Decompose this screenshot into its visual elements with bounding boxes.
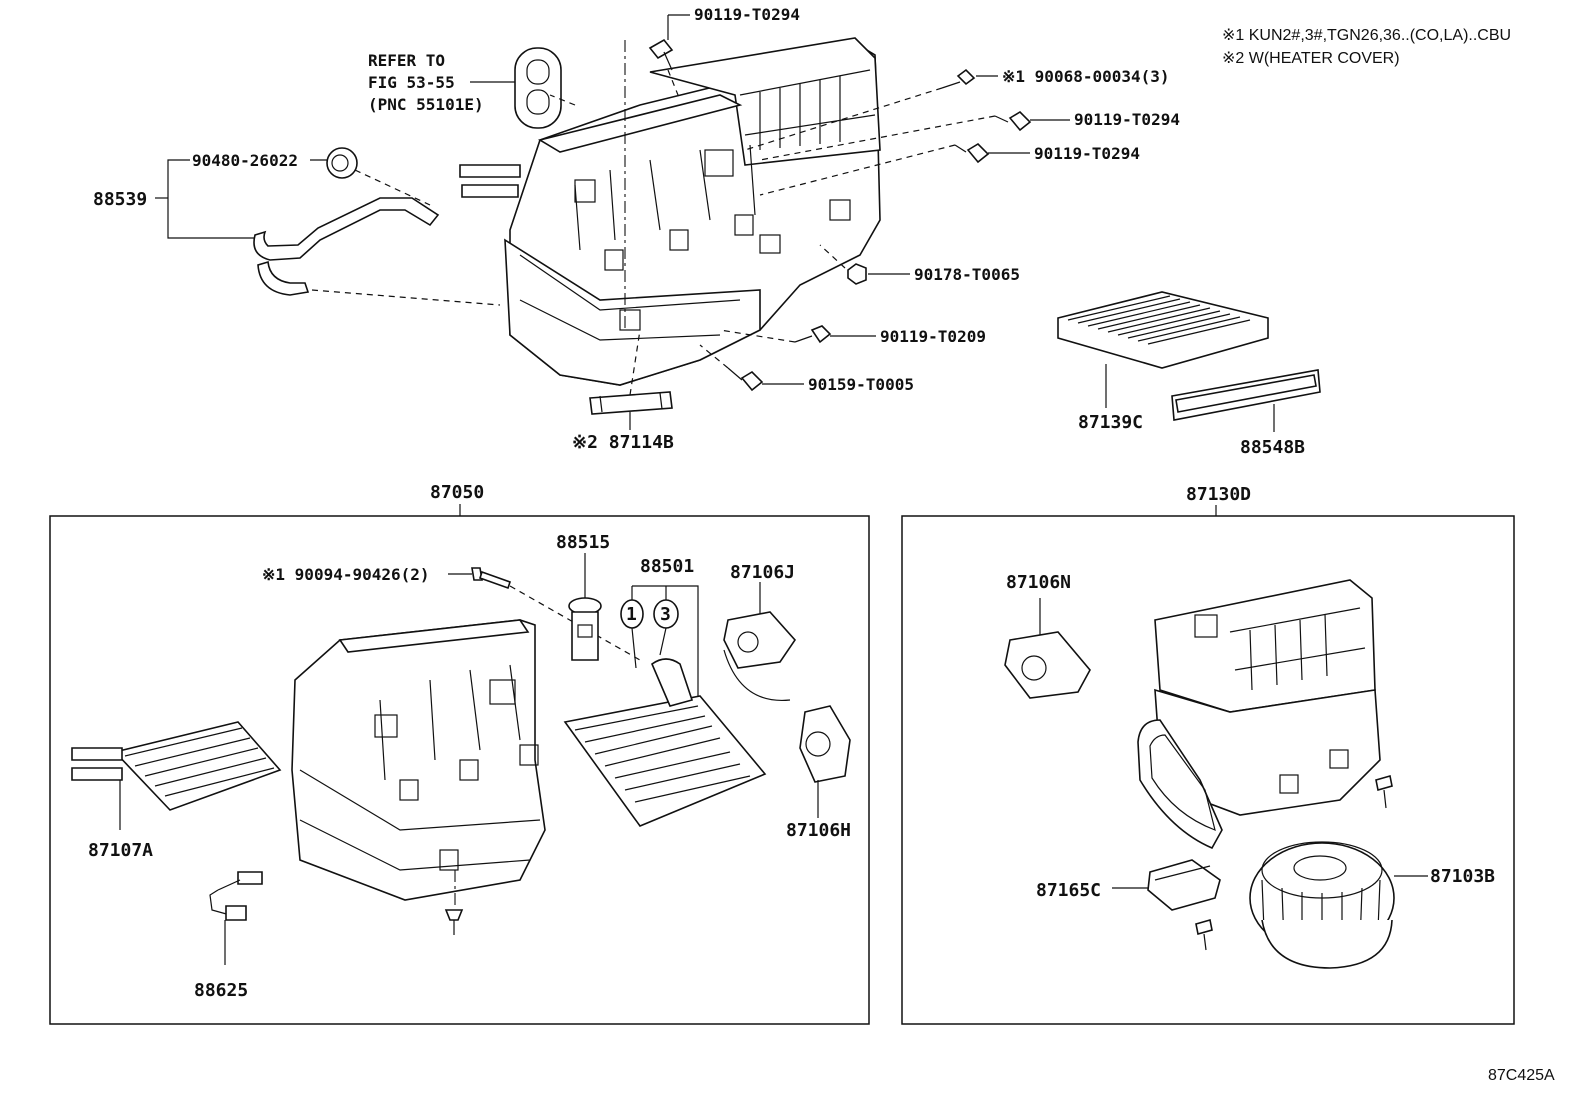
screw-case-left: [444, 909, 464, 935]
label-90119-d: 90119-T0209: [880, 327, 986, 346]
bolt-90119-top: [648, 14, 690, 101]
label-90119-b: 90119-T0294: [1074, 110, 1180, 129]
dash-refer: [549, 94, 576, 106]
label-87107a: 87107A: [88, 840, 153, 861]
bolt-90119-c: [759, 142, 1030, 196]
blower-unit: [1137, 579, 1381, 850]
note-1: ※1 KUN2#,3#,TGN26,36..(CO,LA)..CBU: [1222, 27, 1511, 44]
label-87050: 87050: [430, 482, 484, 503]
grommet-part: [514, 47, 562, 129]
label-90119-top: 90119-T0294: [694, 5, 800, 24]
label-90480: 90480-26022: [192, 151, 298, 170]
actuator-87106j: [723, 582, 797, 701]
bolt-90119-d: [719, 325, 876, 344]
note-2: ※2 W(HEATER COVER): [1222, 50, 1400, 67]
refer-line-2: FIG 53-55: [368, 73, 455, 92]
filter-87139c: [1057, 291, 1269, 408]
label-90178: 90178-T0065: [914, 265, 1020, 284]
filter-frame-88548b: [1171, 369, 1321, 432]
bolt-90068: [744, 68, 998, 151]
screw-blower: [1375, 774, 1393, 809]
label-88548b: 88548B: [1240, 437, 1305, 458]
box-87050: [49, 515, 870, 1025]
bolt-90159: [699, 344, 804, 392]
refer-line-3: (PNC 55101E): [368, 95, 484, 114]
grommet-90480: [310, 147, 431, 206]
label-88515: 88515: [556, 532, 610, 553]
hose-88539: [253, 197, 501, 306]
evaporator-88501: [563, 658, 767, 827]
label-87130d: 87130D: [1186, 484, 1251, 505]
label-87165c: 87165C: [1036, 880, 1101, 901]
label-87106h: 87106H: [786, 820, 851, 841]
figure-code: 87C425A: [1488, 1067, 1555, 1084]
box-87130d: [901, 515, 1515, 1025]
label-87106n: 87106N: [1006, 572, 1071, 593]
resistor-87165c: [1112, 859, 1221, 951]
heater-case: [291, 619, 546, 905]
bolt-90119-b: [759, 110, 1070, 161]
label-88625: 88625: [194, 980, 248, 1001]
heater-cover-87114b: [589, 329, 673, 430]
label-90068: ※1 90068-00034(3): [1002, 67, 1170, 86]
circle-3: 3: [653, 586, 679, 656]
sensor-88625: [209, 871, 263, 965]
refer-line-1: REFER TO: [368, 51, 445, 70]
heater-core-87107a: [71, 721, 282, 830]
label-87106j: 87106J: [730, 562, 795, 583]
screw-90094: [448, 567, 641, 661]
blower-motor-87103b: [1249, 841, 1428, 969]
label-87103b: 87103B: [1430, 866, 1495, 887]
label-87114b: ※2 87114B: [572, 432, 674, 453]
svg-text:1: 1: [626, 604, 637, 625]
circle-1: 1: [620, 586, 644, 669]
valve-88515: [568, 553, 602, 661]
label-90159: 90159-T0005: [808, 375, 914, 394]
label-88539: 88539: [93, 189, 147, 210]
label-90094: ※1 90094-90426(2): [262, 565, 430, 584]
actuator-87106h: [799, 705, 851, 818]
label-90119-c: 90119-T0294: [1034, 144, 1140, 163]
actuator-87106n: [1004, 598, 1091, 699]
bracket-88539: [167, 159, 255, 239]
ac-unit-assembly: [459, 37, 881, 386]
bracket-88501: [632, 585, 699, 710]
label-87139c: 87139C: [1078, 412, 1143, 433]
label-88501: 88501: [640, 556, 694, 577]
nut-90178: [819, 244, 910, 285]
svg-text:3: 3: [660, 604, 671, 625]
